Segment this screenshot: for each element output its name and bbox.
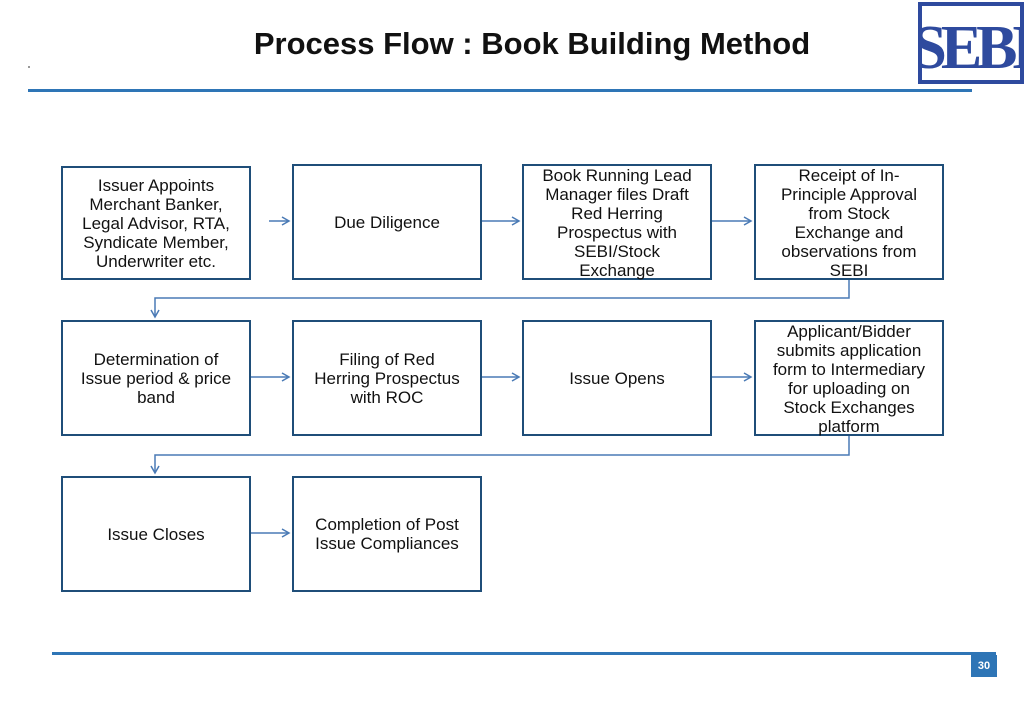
page-number-badge: 30 bbox=[971, 655, 997, 677]
step-determination-issue-period: Determination of Issue period & price ba… bbox=[61, 320, 251, 436]
sebi-logo: SEBI bbox=[918, 2, 1024, 84]
step-applicant-submits: Applicant/Bidder submits application for… bbox=[754, 320, 944, 436]
page-title: Process Flow : Book Building Method bbox=[253, 26, 811, 61]
step-issue-closes: Issue Closes bbox=[61, 476, 251, 592]
step-label: Completion of Post Issue Compliances bbox=[315, 515, 459, 553]
step-in-principle-approval: Receipt of In- Principle Approval from S… bbox=[754, 164, 944, 280]
connector-row1-row2 bbox=[150, 280, 850, 319]
step-label: Issuer Appoints Merchant Banker, Legal A… bbox=[82, 175, 230, 271]
step-post-issue-compliances: Completion of Post Issue Compliances bbox=[292, 476, 482, 592]
step-label: Book Running Lead Manager files Draft Re… bbox=[542, 166, 692, 280]
step-label: Receipt of In- Principle Approval from S… bbox=[780, 166, 918, 280]
step-label: Due Diligence bbox=[334, 212, 440, 232]
stray-dot bbox=[28, 66, 30, 68]
step-issue-opens: Issue Opens bbox=[522, 320, 712, 436]
step-label: Filing of Red Herring Prospectus with RO… bbox=[314, 349, 460, 407]
step-filing-rhp-roc: Filing of Red Herring Prospectus with RO… bbox=[292, 320, 482, 436]
step-label: Applicant/Bidder submits application for… bbox=[772, 322, 926, 436]
step-issuer-appoints: Issuer Appoints Merchant Banker, Legal A… bbox=[61, 166, 251, 280]
step-label: Issue Closes bbox=[107, 524, 205, 544]
footer-rule bbox=[52, 652, 996, 655]
step-due-diligence: Due Diligence bbox=[292, 164, 482, 280]
step-label: Determination of Issue period & price ba… bbox=[80, 349, 232, 407]
step-brlm-files-draft: Book Running Lead Manager files Draft Re… bbox=[522, 164, 712, 280]
svg-text:SEBI: SEBI bbox=[918, 14, 1024, 82]
connector-row2-row3 bbox=[150, 436, 850, 475]
step-label: Issue Opens bbox=[569, 368, 665, 388]
header-rule bbox=[28, 89, 972, 92]
